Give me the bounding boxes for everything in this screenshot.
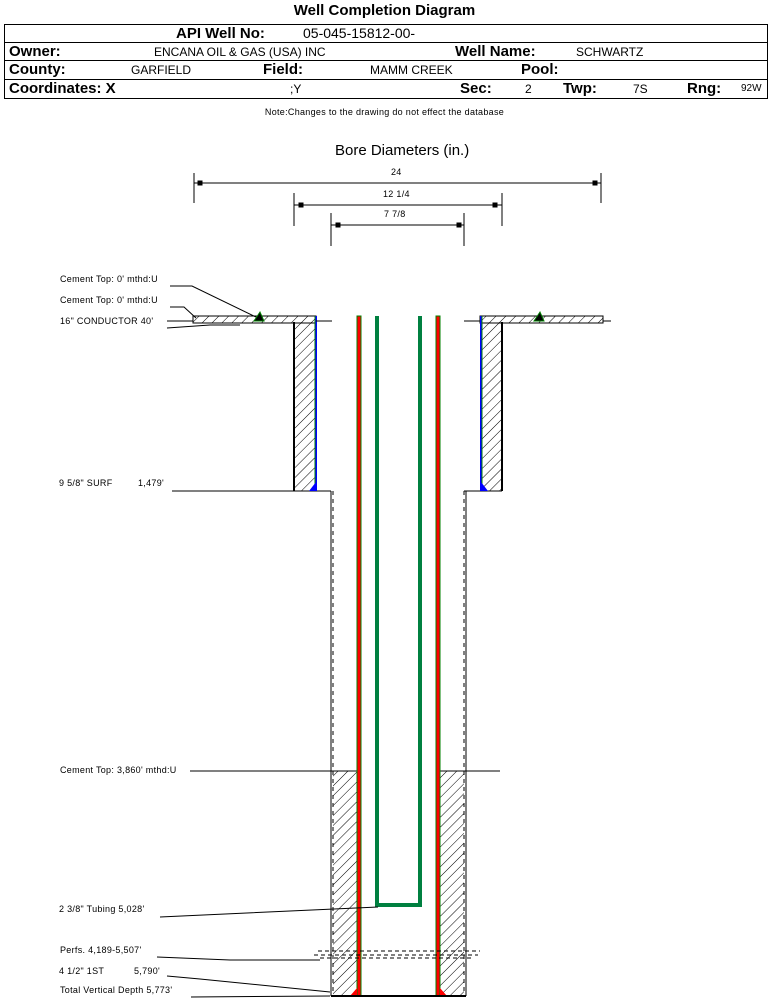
api-label: API Well No: [176, 25, 265, 42]
surface-casing-depth: 1,479' [138, 478, 165, 488]
county-label: County: [9, 61, 66, 78]
owner-row: Owner: ENCANA OIL & GAS (USA) INC Well N… [4, 42, 768, 61]
twp-label: Twp: [563, 80, 597, 97]
surface-cement-right [480, 322, 502, 491]
well-name-value: SCHWARTZ [576, 45, 644, 59]
leader-lines [156, 285, 379, 998]
bore-dimension-12-1-4 [293, 193, 503, 226]
county-value: GARFIELD [131, 63, 192, 77]
county-row: County: GARFIELD Field: MAMM CREEK Pool: [4, 61, 768, 80]
production-cement-left [333, 771, 357, 996]
owner-value: ENCANA OIL & GAS (USA) INC [154, 45, 326, 59]
rng-label: Rng: [687, 80, 722, 97]
tubing [375, 316, 422, 907]
bore-diameter-24: 24 [391, 167, 402, 177]
coordinates-y: ;Y [290, 82, 302, 96]
bore-dimension-24 [193, 173, 602, 203]
api-value: 05-045-15812-00- [303, 25, 416, 41]
production-casing-right [435, 315, 441, 997]
total-vertical-depth-label: Total Vertical Depth 5,773' [60, 985, 173, 995]
pool-label: Pool: [521, 61, 559, 78]
diagram-title: Well Completion Diagram [293, 2, 476, 19]
production-shoe-left [350, 988, 357, 996]
cement-top-label-1: Cement Top: 0' mthd:U [60, 274, 158, 284]
production-shoe-right [440, 988, 447, 996]
production-casing-left [356, 315, 362, 997]
cement-top-label-3: Cement Top: 3,860' mthd:U [60, 765, 177, 775]
field-value: MAMM CREEK [370, 63, 453, 77]
perforations [314, 950, 480, 959]
production-cement-right [440, 771, 464, 996]
sec-value: 2 [525, 82, 532, 96]
database-note: Note:Changes to the drawing do not effec… [264, 107, 505, 117]
bore-diameter-12-1-4: 12 1/4 [383, 189, 410, 199]
rng-value: 92W [741, 83, 762, 94]
field-label: Field: [263, 61, 303, 78]
bore-dimension-7-7-8 [330, 213, 465, 246]
surface-shoe-left [309, 482, 316, 491]
first-string-depth: 5,790' [134, 966, 161, 976]
sec-label: Sec: [460, 80, 492, 97]
perforations-label: Perfs. 4,189-5,507' [60, 945, 142, 955]
surface-shoe-right [481, 482, 488, 491]
owner-label: Owner: [9, 43, 61, 60]
surface-casing-label: 9 5/8" SURF [59, 478, 113, 488]
tubing-label: 2 3/8" Tubing 5,028' [59, 904, 145, 914]
bore-diameter-7-7-8: 7 7/8 [384, 209, 406, 219]
surface-cement-left [294, 322, 316, 491]
well-name-label: Well Name: [455, 43, 536, 60]
twp-value: 7S [633, 82, 648, 96]
conductor-label: 16" CONDUCTOR 40' [60, 316, 154, 326]
bore-diameters-title: Bore Diameters (in.) [335, 142, 470, 159]
cement-top-marker-right [533, 310, 545, 322]
coordinates-row: Coordinates: X ;Y Sec: 2 Twp: 7S Rng: 92… [4, 80, 768, 99]
cement-top-marker-left [253, 310, 265, 322]
coordinates-label: Coordinates: X [9, 80, 116, 97]
cement-top-label-2: Cement Top: 0' mthd:U [60, 295, 158, 305]
first-string-label: 4 1/2" 1ST [59, 966, 105, 976]
api-row: API Well No: 05-045-15812-00- [4, 24, 768, 43]
